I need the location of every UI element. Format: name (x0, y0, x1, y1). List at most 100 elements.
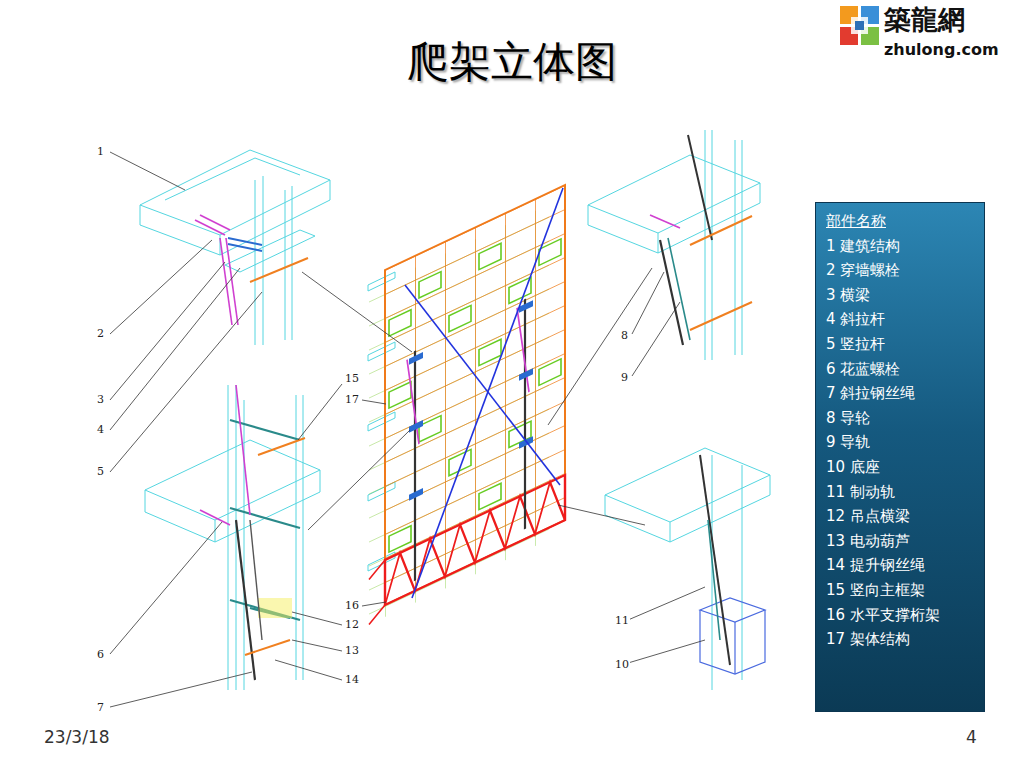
scaffold-body-part-part (449, 305, 471, 331)
part-name: 15 竖向主框架 (826, 578, 974, 603)
detail-view-guide-part (650, 215, 680, 228)
callout-number: 15 (344, 372, 360, 385)
detail-view-lifting-part (145, 385, 320, 690)
leader-lines-part (632, 302, 680, 376)
logo-text: 築龍網 (884, 4, 965, 36)
detail-view-lifting-part-part (200, 510, 230, 525)
detail-view-lifting-part-part (236, 385, 250, 515)
part-name: 14 提升钢丝绳 (826, 553, 974, 578)
leader-lines (110, 152, 705, 707)
detail-view-anchor-part-part (292, 186, 293, 340)
part-name: 6 花蓝螺栓 (826, 357, 974, 382)
callout-number: 1 (96, 145, 105, 158)
detail-view-lifting-part (230, 420, 300, 620)
callout-number: 3 (96, 393, 105, 406)
callout-number: 8 (620, 329, 629, 342)
detail-view-anchor-part-part (195, 220, 225, 235)
detail-view-base-part (700, 455, 730, 665)
callout-number: 6 (96, 648, 105, 661)
detail-pointer-lines-part (308, 430, 410, 530)
detail-view-anchor-part-part (140, 205, 220, 255)
leader-lines-part (110, 292, 262, 472)
detail-pointer-lines-part (302, 272, 412, 352)
part-name: 9 导轨 (826, 430, 974, 455)
logo-url: zhulong.com (884, 40, 999, 59)
leader-lines-part (628, 640, 705, 663)
scaffold-body-part (369, 560, 385, 625)
leader-lines-part (110, 672, 252, 707)
scaffold-body-part-part (409, 420, 423, 433)
detail-view-anchor-part-part (225, 230, 315, 272)
detail-view-lifting-part-part (145, 490, 215, 542)
part-name: 5 竖拉杆 (826, 332, 974, 357)
part-name: 13 电动葫芦 (826, 529, 974, 554)
cross-bracing (405, 188, 563, 598)
scaffold-body-part-part (407, 354, 419, 450)
scaffold-body-part-part (519, 368, 533, 381)
callout-number: 12 (344, 618, 360, 631)
leader-lines-part (362, 400, 386, 404)
detail-view-base-part-part (605, 495, 670, 542)
detail-view-guide-part (690, 302, 752, 330)
callout-number: 10 (614, 658, 630, 671)
detail-view-anchor-part (195, 215, 238, 325)
part-name: 11 制动轨 (826, 480, 974, 505)
callout-number: 9 (620, 371, 629, 384)
detail-view-guide-part-part (588, 155, 760, 233)
detail-view-guide-part-part (712, 130, 713, 360)
detail-view-lifting-part-part (215, 470, 320, 542)
leader-lines-part (110, 240, 212, 334)
detail-view-lifting-part-part (228, 385, 229, 690)
detail-view-lifting (145, 385, 320, 690)
detail-view-base-part (700, 598, 765, 674)
scaffold-body-part-part (524, 299, 526, 529)
scaffold-body-part-part (419, 416, 441, 442)
slide-date: 23/3/18 (44, 727, 110, 747)
scaffold-body (369, 185, 565, 625)
leader-lines-part (275, 660, 342, 680)
scaffold-body-part-part (517, 302, 529, 398)
leader-lines-part (110, 522, 222, 654)
part-name: 2 穿墙螺栓 (826, 258, 974, 283)
logo-icon-part (851, 17, 868, 34)
scaffold-body-part (409, 300, 533, 501)
callout-number: 11 (614, 614, 630, 627)
detail-view-lifting-part (258, 438, 305, 455)
part-name: 1 建筑结构 (826, 234, 974, 259)
detail-view-anchor-part-part (285, 190, 286, 340)
leader-lines-part (292, 612, 342, 625)
part-name: 17 架体结构 (826, 627, 974, 652)
detail-view-lifting-part (245, 640, 290, 655)
scaffold-body-part (385, 475, 565, 605)
leader-lines-part (292, 640, 342, 651)
callout-number: 13 (344, 644, 360, 657)
detail-view-anchor-part-part (255, 180, 256, 345)
cross-bracing-part (405, 285, 560, 485)
part-name: 4 斜拉杆 (826, 307, 974, 332)
callout-number: 14 (344, 673, 360, 686)
detail-view-base-part-part (734, 622, 735, 674)
callout-number: 7 (96, 701, 105, 714)
detail-view-base-part-part (742, 465, 743, 680)
leader-lines-part (632, 272, 664, 334)
detail-pointer-lines-part (558, 505, 645, 525)
detail-view-anchor-part (250, 258, 308, 282)
detail-view-base-part-part (670, 475, 770, 542)
scaffold-body-part-part (414, 351, 416, 581)
detail-view-guide-part-part (650, 215, 680, 228)
detail-view-guide-part-part (705, 130, 706, 360)
detail-view-guide-part (690, 216, 752, 245)
detail-view-lifting-part (258, 598, 292, 618)
scaffold-body-part-part (389, 310, 411, 336)
detail-view-anchor-part (228, 238, 262, 251)
detail-view-base-part-part (712, 455, 713, 690)
detail-view-lifting-part-part (230, 508, 300, 528)
detail-view-lifting-part (250, 520, 262, 640)
scaffold-body-part-part (389, 382, 411, 408)
detail-view-anchor-part-part (220, 180, 330, 255)
scaffold-body-part (385, 475, 565, 605)
detail-view-guide-part (668, 238, 690, 340)
logo-icon (840, 6, 879, 45)
scaffold-body-part-part (409, 488, 423, 501)
leader-lines-part (110, 262, 225, 400)
